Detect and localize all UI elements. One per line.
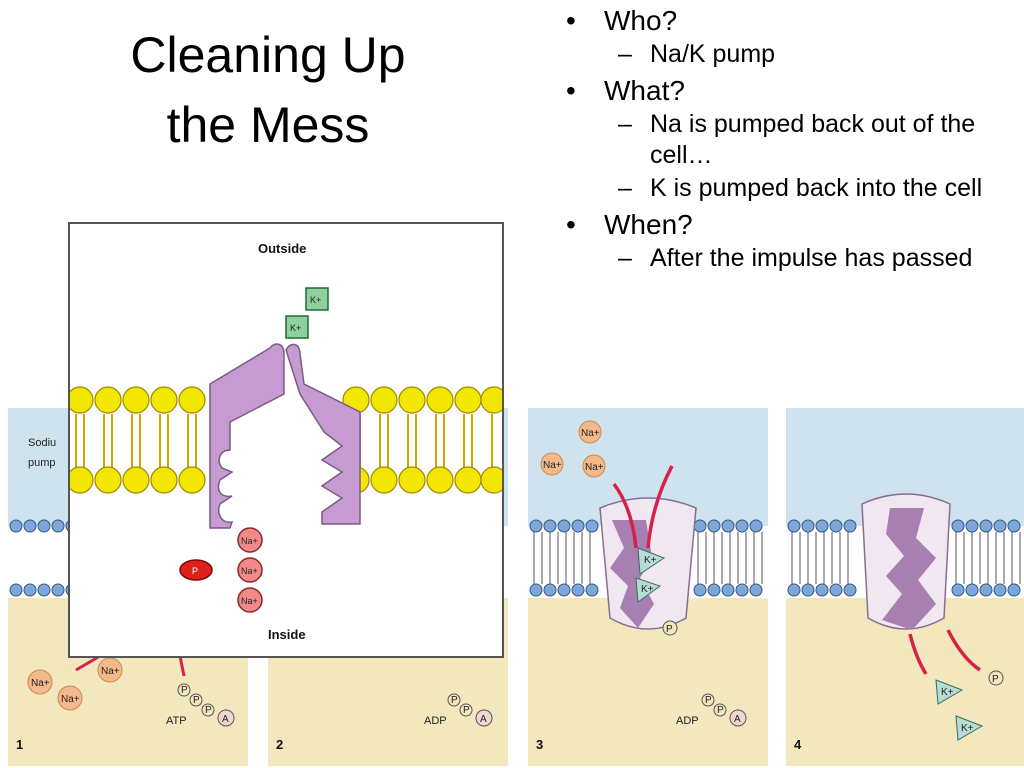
svg-text:K+: K+: [641, 584, 654, 595]
svg-text:K+: K+: [941, 687, 954, 698]
svg-text:Na+: Na+: [543, 460, 562, 471]
p-label: P: [181, 685, 188, 696]
red-arrow: [612, 482, 638, 549]
sodium-ion: Na+: [27, 669, 53, 695]
svg-text:Na+: Na+: [241, 566, 258, 576]
phosphate-group: [177, 683, 235, 727]
bullet-who: Who?: [560, 4, 1020, 37]
sodium-ion: Na+: [582, 454, 606, 478]
potassium-ion: K+: [935, 679, 964, 705]
red-arrow: [908, 633, 928, 675]
adp-label: ADP: [424, 715, 447, 727]
sub-bullet-na-pumped-out: Na is pumped back out of the cell…: [560, 109, 1020, 171]
svg-text:Na+: Na+: [101, 666, 120, 677]
svg-text:Na+: Na+: [241, 596, 258, 606]
red-arrow: [646, 465, 674, 549]
lipid-bilayer: [70, 386, 502, 494]
bullet-list: Who? Na/K pump What? Na is pumped back o…: [560, 0, 1020, 274]
panel-number: 1: [16, 737, 24, 752]
panel-1-label: Sodiu: [28, 437, 56, 449]
sub-bullet-k-pumped-in: K is pumped back into the cell: [560, 173, 1020, 204]
phosphate: P: [988, 670, 1004, 686]
p-label: P: [705, 695, 712, 706]
red-arrow: [946, 629, 981, 672]
sub-bullet-na-k-pump: Na/K pump: [560, 39, 1020, 70]
outside-label: Outside: [258, 241, 306, 256]
pump-channel: [610, 520, 654, 628]
pump-right-half: [285, 343, 361, 525]
phosphate-group: [447, 693, 493, 727]
sodium-ion: Na+: [578, 420, 602, 444]
potassium-ion: K+: [305, 287, 329, 311]
red-arrow: [75, 654, 101, 672]
svg-text:Na+: Na+: [61, 694, 80, 705]
svg-text:K+: K+: [644, 555, 657, 566]
pump-left-half: [209, 343, 285, 529]
pump-channel: [882, 508, 936, 630]
phosphate: P: [179, 559, 213, 581]
sub-bullet-after-impulse: After the impulse has passed: [560, 243, 1020, 274]
slide-title: Cleaning Up the Mess: [88, 20, 448, 160]
svg-text:Na+: Na+: [241, 536, 258, 546]
bullet-when: When?: [560, 208, 1020, 241]
a-label: A: [222, 714, 229, 725]
svg-text:K+: K+: [310, 295, 321, 305]
phosphate: P: [662, 620, 678, 636]
panel-1-label-2: pump: [28, 457, 56, 469]
bullet-what: What?: [560, 74, 1020, 107]
na-k-pump-diagram: Outside Inside: [68, 222, 504, 658]
sodium-ion: Na+: [237, 587, 263, 613]
p-label: P: [463, 705, 470, 716]
svg-text:P: P: [192, 566, 198, 576]
potassium-ion: K+: [635, 577, 662, 603]
a-label: A: [734, 714, 741, 725]
a-label: A: [480, 714, 487, 725]
p-label: P: [717, 705, 724, 716]
potassium-ion: K+: [285, 315, 309, 339]
potassium-ion: K+: [955, 715, 984, 741]
svg-text:Na+: Na+: [581, 428, 600, 439]
svg-text:K+: K+: [290, 323, 301, 333]
pump-panel-3: K+ K+ Na+ Na+ Na+ P ADP P P A: [528, 408, 768, 766]
sodium-ion: Na+: [57, 685, 83, 711]
panel-number: 2: [276, 737, 284, 752]
p-label: P: [205, 705, 212, 716]
pump-panel-4: K+ K+ P 4: [786, 408, 1024, 766]
sodium-ion: Na+: [237, 557, 263, 583]
svg-text:Na+: Na+: [31, 678, 50, 689]
sodium-ion: Na+: [237, 527, 263, 553]
p-label: P: [451, 695, 458, 706]
svg-text:Na+: Na+: [585, 462, 604, 473]
title-line-1: Cleaning Up: [130, 27, 406, 83]
sodium-ion: Na+: [540, 452, 564, 476]
inside-label: Inside: [268, 627, 306, 642]
atp-label: ATP: [166, 715, 187, 727]
potassium-ion: K+: [637, 547, 666, 575]
title-line-2: the Mess: [166, 97, 370, 153]
red-arrow: [178, 655, 186, 677]
panel-number: 4: [794, 737, 802, 752]
panel-number: 3: [536, 737, 544, 752]
p-label: P: [193, 695, 200, 706]
svg-text:P: P: [666, 624, 673, 635]
adp-label: ADP: [676, 715, 699, 727]
sodium-ion: Na+: [97, 657, 123, 683]
phosphate-group: [701, 693, 747, 727]
svg-text:P: P: [992, 674, 999, 685]
svg-text:K+: K+: [961, 723, 974, 734]
